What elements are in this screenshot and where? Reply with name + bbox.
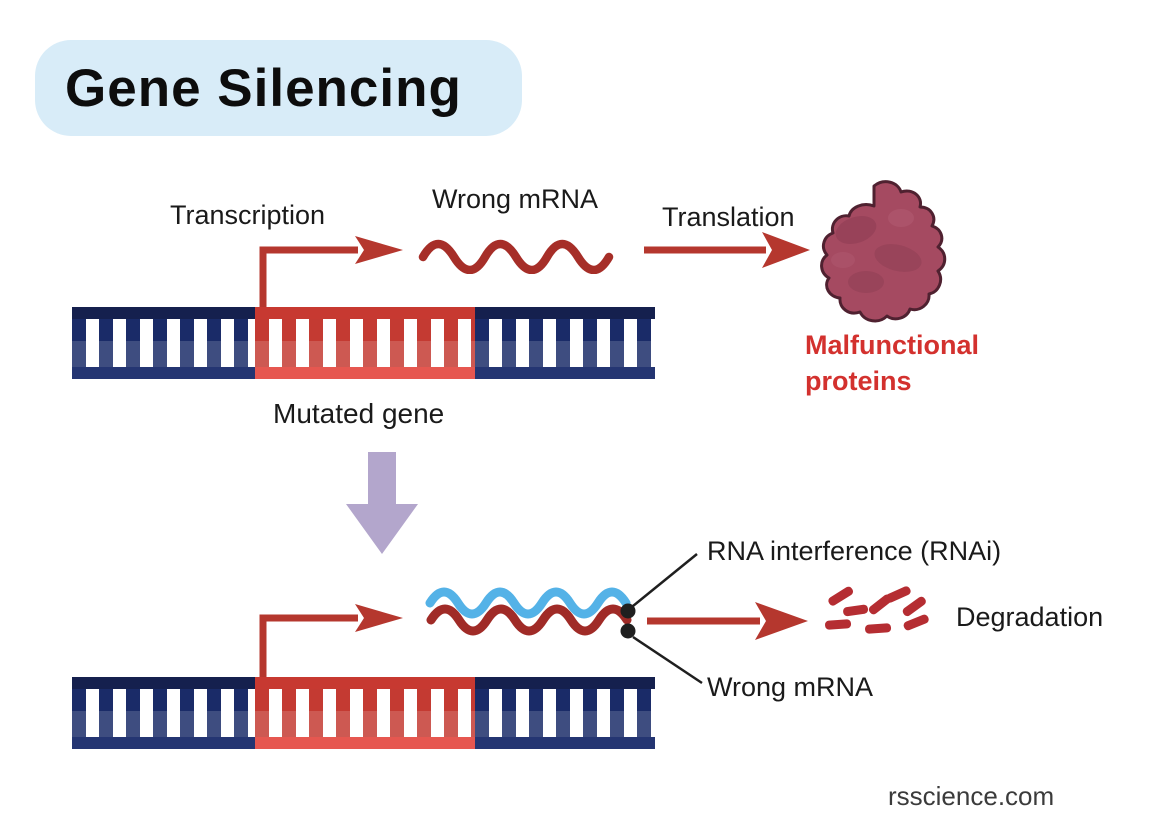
callout-pointers bbox=[620, 553, 703, 685]
rna-fragments-icon bbox=[825, 586, 929, 634]
malfunctional-proteins-line2: proteins bbox=[805, 366, 912, 396]
rnai-dot-icon bbox=[620, 603, 636, 619]
translation-label: Translation bbox=[662, 202, 795, 232]
rnai-label: RNA interference (RNAi) bbox=[707, 536, 1002, 566]
wrong-mrna-top-label: Wrong mRNA bbox=[432, 184, 599, 214]
page-title: Gene Silencing bbox=[65, 58, 462, 118]
malfunctional-proteins-label: Malfunctional proteins bbox=[805, 327, 979, 399]
title-banner: Gene Silencing bbox=[35, 40, 522, 136]
dna-normal-segment bbox=[72, 677, 255, 749]
transcription-arrow-icon bbox=[259, 236, 403, 307]
mutated-dna-top bbox=[72, 307, 655, 379]
translation-arrow-icon bbox=[644, 232, 810, 268]
rnai-mrna-duplex-icon bbox=[425, 587, 632, 636]
degradation-label: Degradation bbox=[956, 602, 1104, 632]
down-arrow-icon bbox=[346, 452, 418, 554]
degradation-arrow-icon bbox=[647, 602, 808, 640]
wrong-mrna-bottom-label: Wrong mRNA bbox=[707, 672, 874, 702]
transcription-arrow-bottom-icon bbox=[259, 604, 403, 678]
malfunctional-protein-icon bbox=[820, 180, 947, 323]
mrna-dot-icon bbox=[620, 623, 636, 639]
transcription-label: Transcription bbox=[170, 200, 326, 230]
mutated-gene-label: Mutated gene bbox=[273, 398, 445, 429]
dna-normal-segment bbox=[72, 307, 255, 379]
malfunctional-proteins-line1: Malfunctional bbox=[805, 330, 979, 360]
wrong-mrna-wave-icon bbox=[418, 239, 614, 274]
dna-mutated-segment bbox=[255, 307, 475, 379]
watermark: rsscience.com bbox=[888, 781, 1055, 811]
dna-normal-segment bbox=[475, 307, 655, 379]
dna-mutated-segment bbox=[255, 677, 475, 749]
dna-normal-segment bbox=[475, 677, 655, 749]
mutated-dna-bottom bbox=[72, 677, 655, 749]
